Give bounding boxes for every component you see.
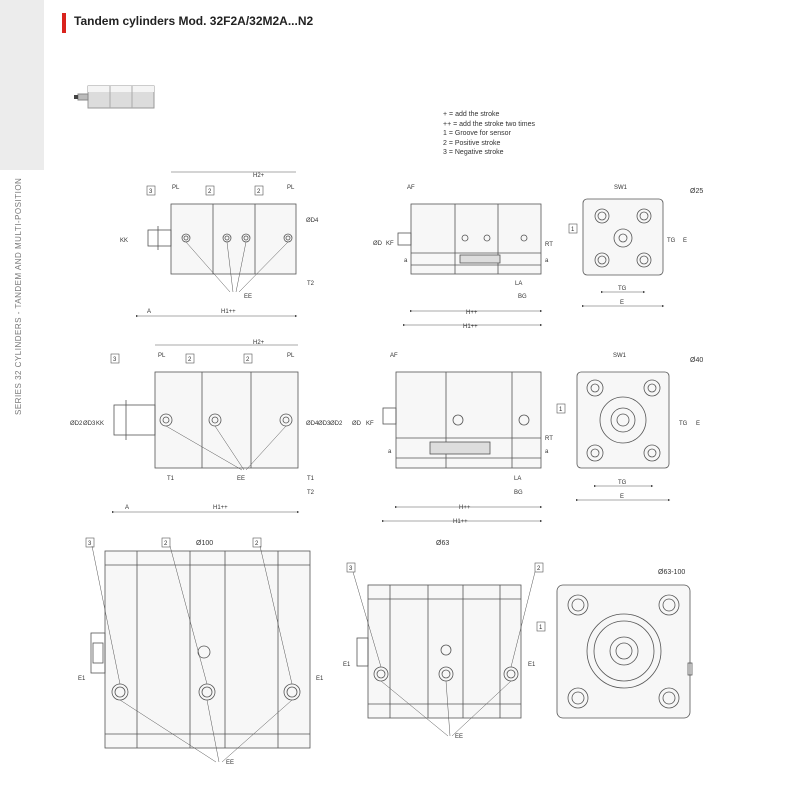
section-view-d25 (397, 203, 543, 327)
label-a-d40-right: a (545, 449, 549, 455)
dim-d-d40: ØD (352, 421, 362, 427)
dim-h2-d25: H2+ (253, 173, 265, 179)
dim-d2-d40-right: ØD2 (330, 421, 343, 427)
legend: + = add the stroke ++ = add the stroke t… (443, 110, 535, 158)
dim-a-d40: A (125, 505, 129, 511)
label-ee-d40: EE (237, 476, 245, 482)
dim-h1-d40-section: H1++ (453, 519, 468, 525)
size-label-d40: Ø40 (690, 357, 703, 364)
page-title: Tandem cylinders Mod. 32F2A/32M2A...N2 (74, 14, 314, 28)
callout-1-d63-100: 1 (539, 625, 543, 631)
label-ee-d25: EE (244, 294, 252, 300)
dim-t2-d25: T2 (307, 281, 315, 287)
dim-h1-d25-section: H1++ (463, 324, 478, 330)
legend-item: 1 = Groove for sensor (443, 130, 511, 137)
size-label-d100: Ø100 (196, 540, 213, 547)
size-label-d63: Ø63 (436, 540, 449, 547)
callout-3-d25: 3 (149, 189, 153, 195)
dim-d3-d40: ØD3 (83, 421, 96, 427)
label-a-d25-right: a (545, 258, 549, 264)
callout-2-d40: 2 (188, 357, 192, 363)
dim-d4-d40: ØD4 (306, 421, 319, 427)
dim-d4-d25: ØD4 (306, 218, 319, 224)
legend-item: + = add the stroke (443, 111, 500, 118)
dim-kf-d40: KF (366, 421, 374, 427)
callout-2-d63: 2 (537, 566, 541, 572)
side-view-d40 (111, 344, 300, 514)
dim-e-d25-bottom: E (620, 300, 624, 306)
dim-tg-d25-bottom: TG (618, 286, 627, 292)
side-view-d63 (352, 571, 536, 737)
dim-h1-d25: H1++ (221, 309, 236, 315)
dim-pl-d25-right: PL (287, 185, 295, 191)
callout-3-d40: 3 (113, 357, 117, 363)
dim-pl-d40: PL (158, 353, 166, 359)
dim-e-d40: E (696, 421, 700, 427)
end-view-d25 (581, 198, 665, 308)
dim-h-d25: H++ (466, 310, 478, 316)
callout-3-d63: 3 (349, 566, 353, 572)
dim-e1-d63: E1 (343, 662, 351, 668)
label-a-d25: a (404, 258, 408, 264)
dim-a-d25: A (147, 309, 151, 315)
callout-2b-d25: 2 (257, 189, 261, 195)
dim-e1-d100: E1 (78, 676, 86, 682)
callout-2b-d40: 2 (246, 357, 250, 363)
dim-tg-d25: TG (667, 238, 676, 244)
dim-e-d40-bottom: E (620, 494, 624, 500)
callout-2-d25: 2 (208, 189, 212, 195)
dim-tg-d40-bottom: TG (618, 480, 627, 486)
side-view-d100 (90, 545, 311, 763)
dim-af-d40: AF (390, 353, 398, 359)
dim-d-d25: ØD (373, 241, 383, 247)
dim-rt-d25: RT (545, 242, 553, 248)
title-accent-bar (62, 13, 66, 33)
legend-item: 3 = Negative stroke (443, 149, 504, 156)
product-thumbnail (74, 85, 155, 109)
dim-kk-d40: KK (96, 421, 104, 427)
dim-la-d25: LA (515, 281, 522, 287)
callout-2b-d100: 2 (255, 541, 259, 547)
dim-pl-d40-right: PL (287, 353, 295, 359)
dim-d2-d40: ØD2 (70, 421, 83, 427)
callout-1-d40: 1 (559, 407, 563, 413)
callout-3-d100: 3 (88, 541, 92, 547)
dim-la-d40: LA (514, 476, 521, 482)
legend-item: 2 = Positive stroke (443, 139, 501, 147)
dim-e-d25: E (683, 238, 687, 244)
dim-bg-d25: BG (518, 294, 527, 300)
end-view-d40 (575, 371, 671, 502)
dim-af-d25: AF (407, 185, 415, 191)
callout-2-d100: 2 (164, 541, 168, 547)
dim-t1-d40: T1 (167, 476, 175, 482)
dim-pl-d25: PL (172, 185, 180, 191)
dim-h1-d40: H1++ (213, 505, 228, 511)
dim-e1-d63-right: E1 (528, 662, 536, 668)
dim-e1-d100-right: E1 (316, 676, 324, 682)
dim-t1-d40-right: T1 (307, 476, 315, 482)
dim-sw1-d40: SW1 (613, 353, 627, 359)
dim-d3-d40-right: ØD3 (318, 421, 331, 427)
callout-1-d25: 1 (571, 227, 575, 233)
end-view-d63-100 (556, 584, 693, 719)
dim-tg-d40: TG (679, 421, 688, 427)
size-label-d25: Ø25 (690, 188, 703, 195)
dim-kf-d25: KF (386, 241, 394, 247)
dim-rt-d40: RT (545, 436, 553, 442)
dim-bg-d40: BG (514, 490, 523, 496)
side-view-d25 (135, 171, 298, 318)
dim-h2-d40: H2+ (253, 340, 265, 346)
dim-kk-d25: KK (120, 238, 128, 244)
size-label-d63-100: Ø63-100 (658, 569, 685, 576)
section-view-d40 (381, 371, 543, 523)
label-a-d40: a (388, 449, 392, 455)
label-ee-d100: EE (226, 760, 234, 766)
dim-sw1-d25: SW1 (614, 185, 628, 191)
dim-h-d40: H++ (459, 505, 471, 511)
dim-t2-d40: T2 (307, 490, 315, 496)
corner-tab (0, 0, 44, 170)
label-ee-d63: EE (455, 734, 463, 740)
legend-item: ++ = add the stroke two times (443, 120, 536, 128)
